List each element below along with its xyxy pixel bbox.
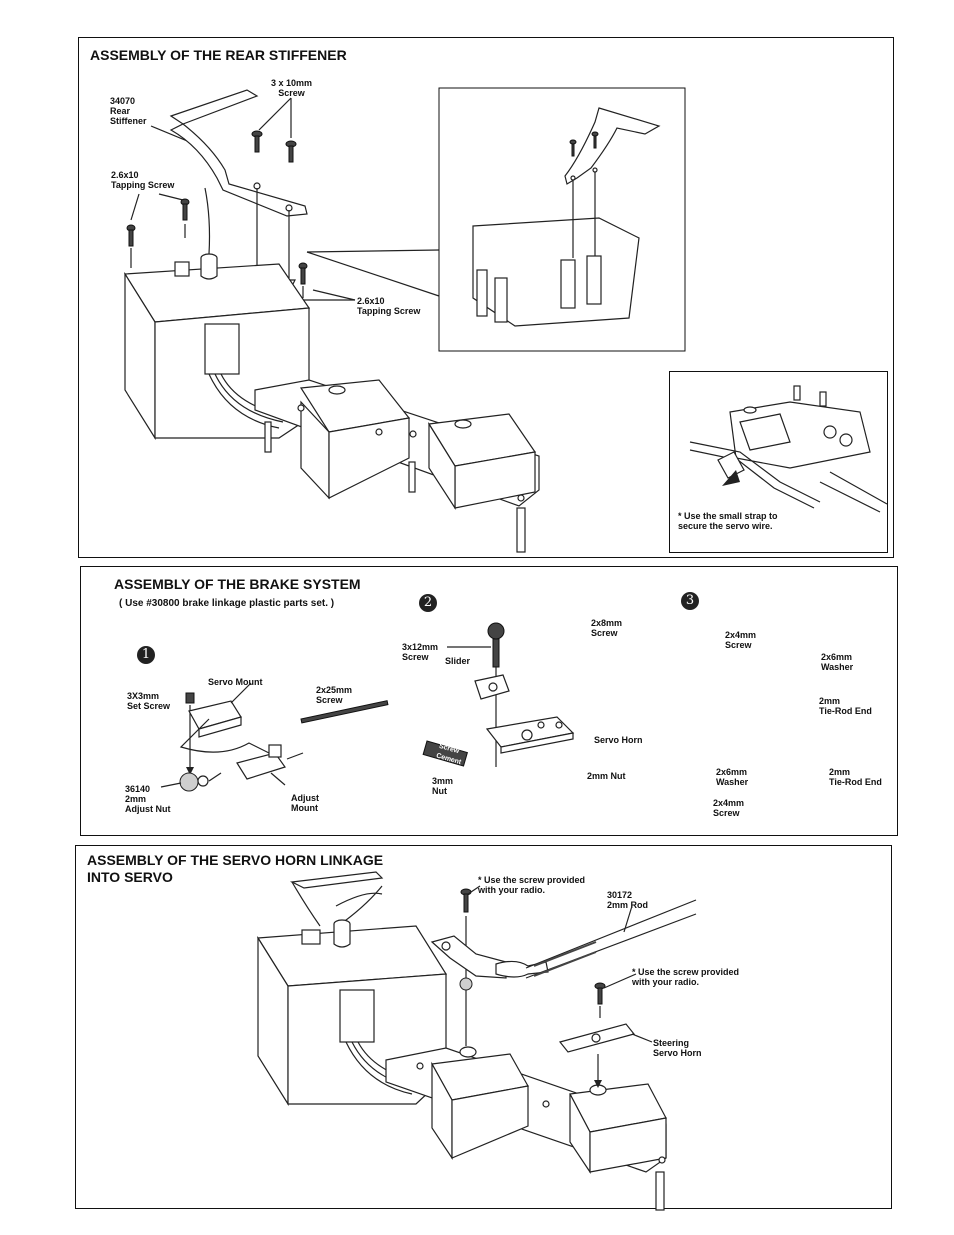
label-servo-mount: Servo Mount (208, 677, 263, 687)
label-steering-servo-horn: Steering Servo Horn (653, 1038, 702, 1058)
label-3mm-nut: 3mm Nut (432, 776, 454, 796)
inset-detail-stiffener (438, 87, 686, 352)
label-2x8-screw: 2x8mm Screw (591, 618, 623, 638)
label-2mm-nut: 2mm Nut (587, 771, 626, 781)
servo-horn-linkage-panel: ASSEMBLY OF THE SERVO HORN LINKAGE INTO … (75, 845, 892, 1211)
label-3x10-screw: 3 x 10mm Screw (271, 78, 313, 98)
rear-stiffener-panel: ASSEMBLY OF THE REAR STIFFENER 34070 Rea… (78, 37, 894, 558)
label-radio-screw-1: * Use the screw provided with your radio… (478, 875, 586, 895)
label-servo-horn: Servo Horn (594, 735, 643, 745)
label-slider: Slider (445, 656, 471, 666)
label-2x25-screw: 2x25mm Screw (316, 685, 353, 705)
servo-strap-diagram (689, 385, 888, 513)
label-3x12-screw: 3x12mm Screw (402, 642, 439, 662)
label-radio-screw-2: * Use the screw provided with your radio… (632, 967, 740, 987)
servo-strap-note: * Use the small strap to secure the serv… (678, 511, 778, 531)
step-3-marker: 3 (681, 592, 699, 610)
label-2x6-washer-bottom: 2x6mm Washer (716, 767, 749, 787)
brake-system-diagram (160, 622, 575, 792)
brake-system-title: ASSEMBLY OF THE BRAKE SYSTEM (114, 576, 361, 592)
servo-horn-linkage-title: ASSEMBLY OF THE SERVO HORN LINKAGE INTO … (87, 852, 384, 885)
label-tapping-screw-left: 2.6x10 Tapping Screw (111, 170, 175, 190)
label-30172-rod: 30172 2mm Rod (607, 890, 649, 910)
servo-horn-linkage-diagram (256, 871, 697, 1211)
label-34070-rear-stiffener: 34070 Rear Stiffener (110, 96, 147, 126)
label-adjust-mount: Adjust Mount (291, 793, 319, 813)
rear-stiffener-diagram (123, 89, 540, 553)
rear-stiffener-title: ASSEMBLY OF THE REAR STIFFENER (90, 47, 347, 63)
label-tie-rod-bottom: 2mm Tie-Rod End (829, 767, 882, 787)
label-tapping-screw-right: 2.6x10 Tapping Screw (357, 296, 421, 316)
step-2-marker: 2 (419, 594, 437, 612)
inset-servo-strap: * Use the small strap to secure the serv… (669, 371, 888, 553)
label-2x4-screw-top: 2x4mm Screw (725, 630, 757, 650)
label-tie-rod-top: 2mm Tie-Rod End (819, 696, 872, 716)
step-1-marker: 1 (137, 646, 155, 664)
label-set-screw: 3X3mm Set Screw (127, 691, 171, 711)
label-2x4-screw-bottom: 2x4mm Screw (713, 798, 745, 818)
label-adjust-nut: 36140 2mm Adjust Nut (125, 784, 171, 814)
label-2x6-washer-top: 2x6mm Washer (821, 652, 854, 672)
brake-system-panel: ASSEMBLY OF THE BRAKE SYSTEM ( Use #3080… (80, 566, 898, 836)
brake-system-subtitle: ( Use #30800 brake linkage plastic parts… (119, 598, 335, 609)
